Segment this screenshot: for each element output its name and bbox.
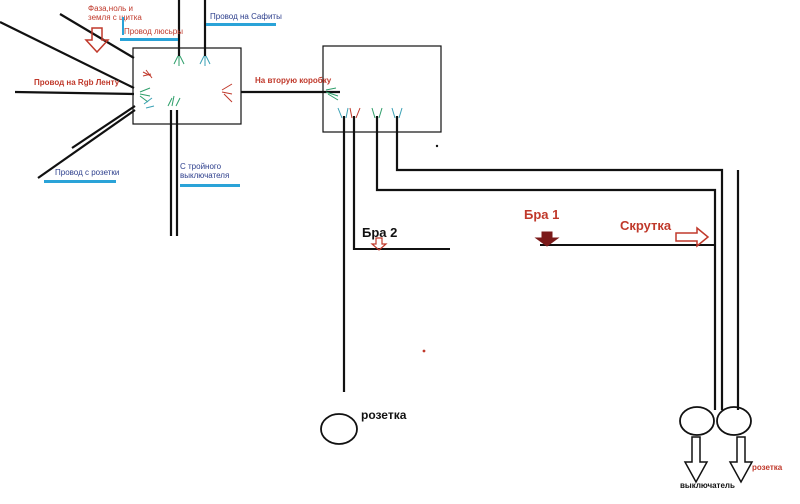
wires-left — [0, 13, 136, 179]
underline-safity — [206, 23, 276, 26]
wire-ends-box1 — [139, 55, 233, 109]
label-socket-bottom: розетка — [361, 408, 407, 422]
junction-box-1 — [132, 47, 242, 125]
socket-oval — [320, 413, 358, 445]
wire-ends-box2 — [325, 87, 403, 119]
switch-oval — [679, 406, 715, 436]
underline-socket-wire — [44, 180, 116, 183]
label-bra2: Бра 2 — [362, 225, 398, 240]
label-triple-switch: С тройного выключателя — [180, 162, 230, 181]
dot-mark — [435, 144, 439, 148]
label-socket-wire: Провод с розетки — [55, 168, 120, 177]
label-safity-wire: Провод на Сафиты — [210, 12, 282, 21]
down-arrow-phase-icon — [84, 27, 110, 54]
down-arrow-bra1-icon — [534, 231, 560, 247]
underline-triple-switch — [180, 184, 240, 187]
underline-chandelier — [120, 38, 178, 41]
underline-phase — [122, 17, 124, 35]
label-to-second-box: На вторую коробку — [255, 76, 332, 85]
right-arrow-twist-icon — [675, 226, 710, 248]
label-bra1: Бра 1 — [524, 207, 560, 222]
label-phase-zero-ground: Фаза,ноль и земля с щитка — [88, 4, 142, 23]
junction-box-2 — [322, 45, 442, 133]
wires-box2-out — [342, 116, 740, 410]
label-socket-bottom-right: розетка — [752, 463, 783, 472]
down-arrow-bra2-icon — [370, 237, 388, 251]
wires-triple-switch — [169, 110, 179, 236]
label-twist: Скрутка — [620, 218, 672, 233]
down-arrows-bottom — [683, 436, 754, 484]
label-rgb-wire: Провод на Rgb Ленту — [34, 78, 120, 87]
label-chandelier-wire: Провод люсьры — [124, 27, 184, 36]
wires-top — [177, 0, 207, 56]
socket-oval-right — [716, 406, 752, 436]
label-switch-bottom: выключатель — [680, 481, 735, 490]
dot-mark-red — [422, 349, 426, 353]
